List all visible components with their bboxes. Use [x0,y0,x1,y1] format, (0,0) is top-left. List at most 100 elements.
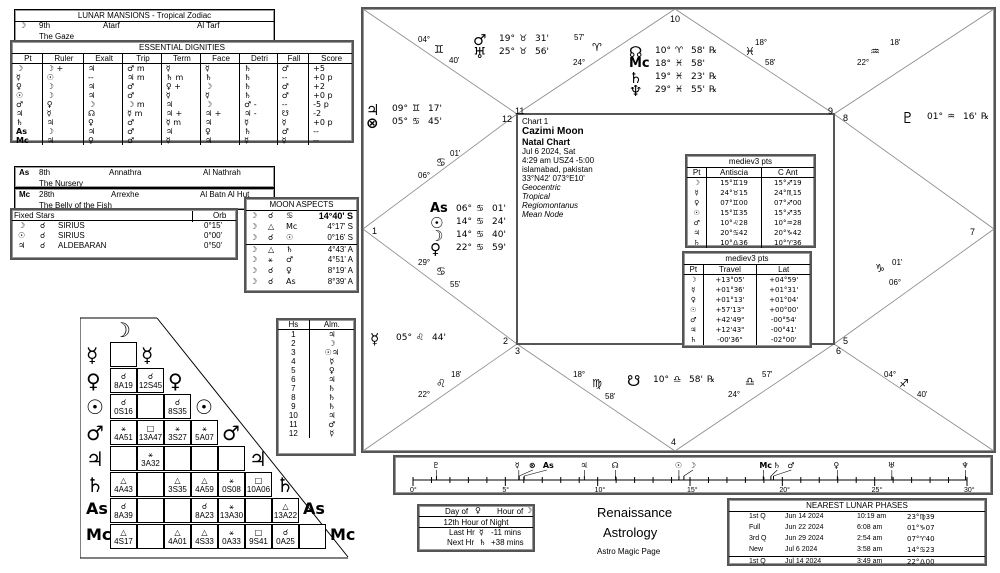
planet-sign-icon: ♋ [476,217,485,227]
planet-minutes: 56' [535,47,549,57]
moon-aspect-row: ☽△♄4°43' A [246,244,357,255]
antiscia-cell: 10°♒28 [760,218,814,228]
dignities-cell: ♀ [16,82,22,91]
dignities-cell: ☿ [239,136,278,145]
planet-degree: 01° [927,112,943,122]
aspect-value: 13A22 [273,511,298,520]
almutens-row: 11♂ [278,420,354,429]
moon-aspect-row: ☽☌♋14°40' S [246,211,357,222]
aspect-cell: ☌8S35 [164,394,191,419]
dignities-cell: ♂ [276,63,309,73]
dignities-cell: ♃ [160,100,201,109]
dignities-cell: ☿ [276,136,309,145]
dignities-cell: ☽ m [122,100,162,109]
last-hour-label: Last Hr [449,528,475,537]
ruler-marker-icon: ♄ [773,461,780,470]
cusp-degree: 24° [573,58,586,67]
aspect-cell: ☌8A19 [110,368,137,393]
mansion-meaning: The Nursery [39,179,84,188]
antiscia-cell: ☉ [693,209,700,217]
travel-cell: +12'43" [702,325,757,335]
retrograde-icon: ℞ [709,72,718,82]
dignities-cell: ♄ [239,73,278,82]
lunar-phase-cell: 2:54 am [857,535,883,542]
dignities-cell: ☿ [199,63,240,73]
moon-icon: ☽ [250,222,258,231]
aspect-cell: △4S17 [110,524,137,549]
lunar-phase-cell: Jul 6 2024 [785,546,818,553]
almutens-header-cell: Alm. [308,320,354,330]
antiscia-cell: 20°♋42 [706,228,762,238]
moon-aspects-title: MOON ASPECTS [246,199,357,211]
lunar-phase-cell: Jun 22 2024 [785,524,824,531]
dignities-cell: +0 p [308,73,352,82]
saturn-icon: ♄ [479,538,487,547]
dignities-cell: ☿ m [160,118,201,127]
mansion-number: 28th [39,190,55,199]
aspect-cell: ☌12S45 [137,368,164,393]
aspect-value: 5A07 [195,433,214,442]
aspect-value: 0A25 [276,537,295,546]
mansion-number: 9th [39,21,51,30]
cusp-degree: 04° [884,370,897,379]
travel-cell: -00°41' [756,325,810,335]
aspect-value: 3A32 [141,459,160,468]
planet-icon: ☋ [627,372,641,390]
almutens-row: 1♃ [278,329,354,339]
cusp-degree: 06° [889,278,902,287]
aspect-value: 3S27 [168,433,187,442]
dignities-row: ♄♃♀♂☿ m♃☿☿+0 p [12,118,352,127]
almuten-planet: ♃ [308,375,354,384]
aspect-glyph: ☌ [120,502,127,511]
grid-diagonal-planet: ☿ [141,343,154,367]
travel-cell: -00°54' [756,315,810,325]
planet-minutes: 01' [492,204,506,214]
mansion-meaning: The Belly of the Fish [39,201,112,210]
ruler-tick-label: 5° [502,486,509,494]
conjunction-icon: ☌ [40,221,46,230]
moon-icon: ☽ [250,233,258,242]
dignities-cell: ♃ [41,118,84,127]
grid-row-planet: As [86,499,108,518]
travel-cell: +00°00' [756,305,810,315]
dignities-cell: ♂ m [122,63,162,73]
next-hour-label: Next Hr [447,538,475,547]
aspect-glyph: ☌ [147,372,154,381]
planet-sign-icon: ♋ [476,204,485,214]
cusp-sign-icon: ♒ [870,45,880,58]
house-number-label: 2 [503,336,509,346]
dignities-cell: ♃ + [160,109,201,118]
aspect-glyph: △ [120,476,127,485]
travel-cell: +01°04' [756,295,810,305]
planet-icon: ♂ [286,255,294,264]
planet-sign-icon: ♒ [947,112,956,122]
planet-degree: 09° [392,104,408,114]
retrograde-icon: ℞ [709,46,718,56]
star-orb: 0°00' [204,231,223,240]
lunar-mansions-title: LUNAR MANSIONS - Tropical Zodiac [15,10,274,22]
chart-coords: 33°N42' 073°E10' [522,174,585,183]
aspect-glyph: ⚹ [121,424,126,433]
aspect-cell [164,498,191,523]
dignities-cell: +0 p [308,118,352,127]
planet-minutes: 58' [689,375,703,385]
planet-degree: 29° [655,85,671,95]
aspect-icon: ☌ [268,233,274,242]
almutens-row: 9♄ [278,402,354,411]
dignities-cell: ♂ [122,82,162,91]
aspect-glyph: □ [254,528,263,537]
star-orb: 0°50' [204,241,223,250]
almuten-planet: ♄ [308,402,354,411]
aspect-glyph: ☌ [120,398,127,407]
antiscia-header-cell: C Ant [760,168,814,178]
last-hour-value: -11 mins [491,528,522,537]
planet-icon: ♃ [18,241,26,250]
